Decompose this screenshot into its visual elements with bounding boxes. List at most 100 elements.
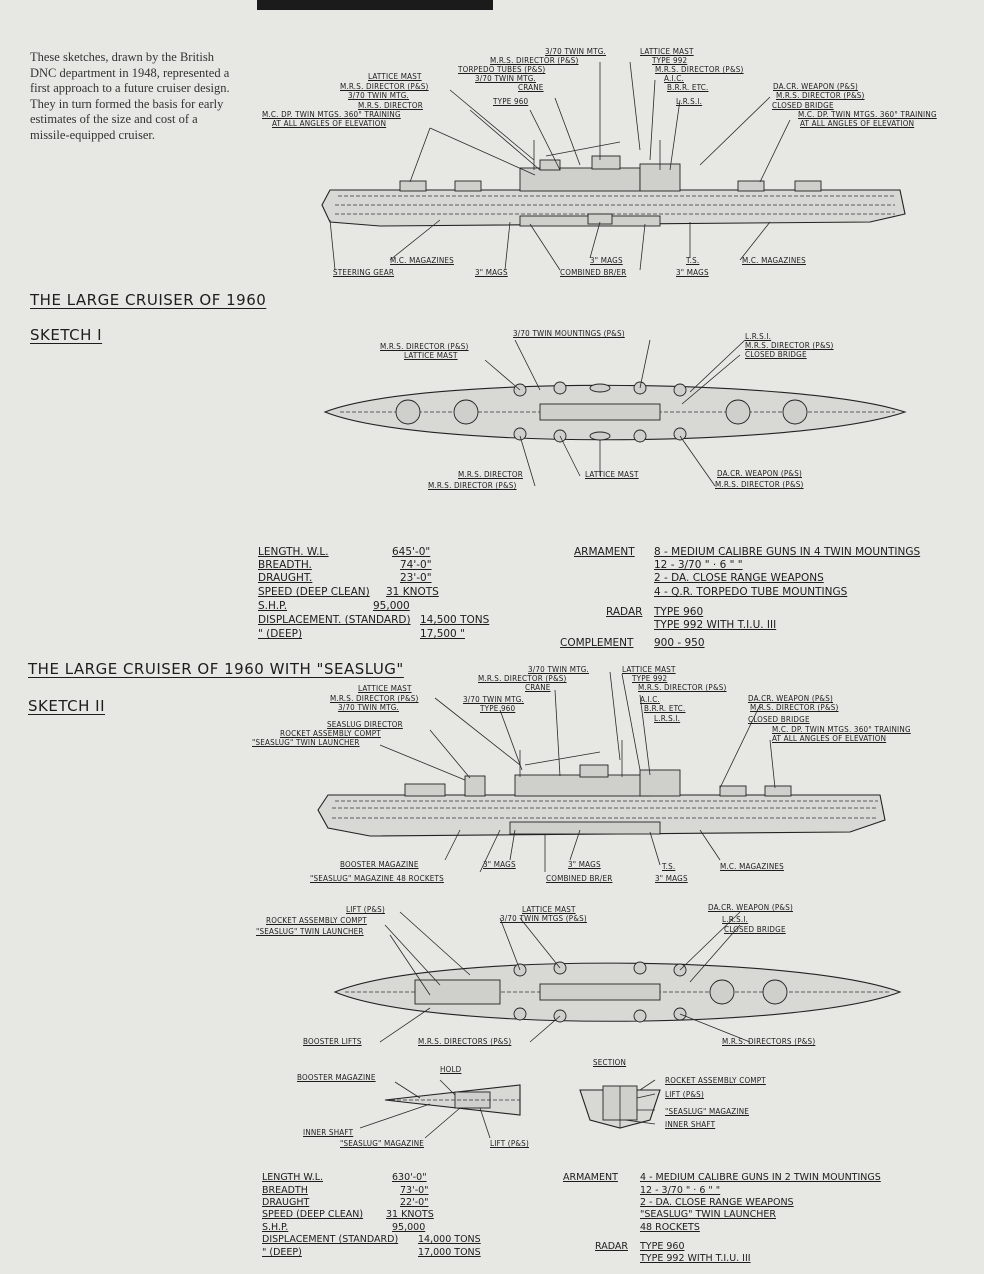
label: T.S.	[686, 256, 700, 265]
armament-line: 4 - Q.R. TORPEDO TUBE MOUNTINGS	[654, 586, 848, 598]
radar-line: TYPE 992 WITH T.I.U. III	[640, 1253, 751, 1264]
label: CLOSED BRIDGE	[748, 715, 810, 724]
label: 3" MAGS	[475, 268, 508, 277]
label: DA.CR. WEAPON (P&S)	[708, 903, 793, 912]
spec-label: SPEED (DEEP CLEAN)	[262, 1209, 364, 1220]
spec-value: 31 KNOTS	[386, 1209, 434, 1220]
label: 3/70 TWIN MOUNTINGS (P&S)	[513, 329, 625, 338]
label: B.R.R. ETC.	[667, 83, 709, 92]
label: B.R.R. ETC.	[644, 704, 686, 713]
label: CRANE	[525, 683, 551, 692]
label: BOOSTER MAGAZINE	[340, 860, 419, 869]
spec-value: 645'-0"	[392, 546, 431, 558]
label: 3/70 TWIN MTG.	[528, 665, 590, 674]
header-bar	[257, 0, 493, 10]
label: "SEASLUG" TWIN LAUNCHER	[252, 738, 360, 747]
spec-label: LENGTH W.L.	[262, 1172, 324, 1183]
label: "SEASLUG" TWIN LAUNCHER	[256, 927, 364, 936]
armament-line: 12 - 3/70 " · 6 " "	[654, 559, 743, 571]
label: M.R.S. DIRECTOR (P&S)	[380, 342, 469, 351]
label: TORPEDO TUBES (P&S)	[458, 65, 546, 74]
label: 3/70 TWIN MTG.	[348, 91, 410, 100]
label: STEERING GEAR	[333, 268, 395, 277]
label: AT ALL ANGLES OF ELEVATION	[272, 119, 387, 128]
label: 3" MAGS	[568, 860, 601, 869]
spec-value: 14,000 TONS	[418, 1234, 481, 1245]
spec-value: 73'-0"	[400, 1185, 429, 1196]
label: AT ALL ANGLES OF ELEVATION	[772, 734, 887, 743]
label: BOOSTER LIFTS	[303, 1037, 362, 1046]
armament-line: 2 - DA. CLOSE RANGE WEAPONS	[640, 1197, 794, 1208]
label: INNER SHAFT	[665, 1120, 716, 1129]
label: M.R.S. DIRECTOR (P&S)	[340, 82, 429, 91]
sketch1-plan-leaders	[484, 339, 746, 487]
sketch1-plan-drawing	[323, 381, 907, 443]
sketch1-title: THE LARGE CRUISER OF 1960	[30, 291, 267, 309]
label: M.R.S. DIRECTOR	[358, 101, 423, 110]
label: COMBINED BR/ER	[560, 268, 627, 277]
label: M.C. DP. TWIN MTGS. 360° TRAINING	[262, 110, 401, 119]
label: M.R.S. DIRECTOR (P&S)	[330, 694, 419, 703]
armament-label: ARMAMENT	[563, 1172, 618, 1183]
label: LATTICE MAST	[585, 470, 639, 479]
spec-value: 17,500 "	[420, 628, 465, 640]
label: 3/70 TWIN MTG.	[338, 703, 400, 712]
spec-label: S.H.P.	[258, 600, 288, 612]
label: 3" MAGS	[655, 874, 688, 883]
radar-label: RADAR	[606, 606, 643, 618]
label: 3/70 TWIN MTG.	[545, 47, 607, 56]
label: L.R.S.I.	[722, 915, 749, 924]
label: TYPE 960	[493, 97, 529, 106]
spec-value: 630'-0"	[392, 1172, 427, 1183]
sketch2-subtitle: SKETCH II	[28, 697, 105, 715]
spec-value: 74'-0"	[400, 559, 432, 571]
label: SEASLUG DIRECTOR	[327, 720, 403, 729]
spec-label: SPEED (DEEP CLEAN)	[258, 586, 370, 598]
label: ROCKET ASSEMBLY COMPT	[266, 916, 367, 925]
label: "SEASLUG" MAGAZINE	[665, 1107, 750, 1116]
label: 3" MAGS	[483, 860, 516, 869]
label: LATTICE MAST	[404, 351, 458, 360]
armament-label: ARMAMENT	[574, 546, 635, 558]
label: DA.CR. WEAPON (P&S)	[773, 82, 858, 91]
label: M.R.S. DIRECTOR (P&S)	[745, 341, 834, 350]
armament-line: 4 - MEDIUM CALIBRE GUNS IN 2 TWIN MOUNTI…	[640, 1172, 881, 1183]
label: M.C. DP. TWIN MTGS. 360° TRAINING	[798, 110, 937, 119]
spec-value: 95,000	[392, 1222, 426, 1233]
label: AT ALL ANGLES OF ELEVATION	[800, 119, 915, 128]
label: CLOSED BRIDGE	[724, 925, 786, 934]
radar-line: TYPE 960	[640, 1241, 685, 1252]
label: DA.CR. WEAPON (P&S)	[748, 694, 833, 703]
label: LIFT (P&S)	[346, 905, 385, 914]
label: DA.CR. WEAPON (P&S)	[717, 469, 802, 478]
label: ROCKET ASSEMBLY COMPT	[665, 1076, 766, 1085]
label: LIFT (P&S)	[490, 1139, 529, 1148]
radar-label: RADAR	[595, 1241, 628, 1252]
sketch2-section-drawing	[579, 1079, 661, 1129]
label: L.R.S.I.	[654, 714, 681, 723]
label: 3" MAGS	[676, 268, 709, 277]
label: INNER SHAFT	[303, 1128, 354, 1137]
label: LATTICE MAST	[358, 684, 412, 693]
label: M.R.S. DIRECTOR (P&S)	[715, 480, 804, 489]
armament-line: 12 - 3/70 " · 6 " "	[640, 1185, 721, 1196]
complement-value: 900 - 950	[654, 637, 705, 649]
radar-line: TYPE 960	[654, 606, 704, 618]
label: M.C. DP. TWIN MTGS. 360° TRAINING	[772, 725, 911, 734]
label: A.I.C.	[640, 695, 660, 704]
label: 3" MAGS	[590, 256, 623, 265]
spec-label: S.H.P.	[262, 1222, 289, 1233]
spec-value: 14,500 TONS	[420, 614, 490, 626]
label: M.R.S. DIRECTOR (P&S)	[776, 91, 865, 100]
spec-label: DRAUGHT	[262, 1197, 310, 1208]
label: TYPE 960	[480, 704, 516, 713]
label: A.I.C.	[664, 74, 684, 83]
label: COMBINED BR/ER	[546, 874, 613, 883]
spec-label: DISPLACEMENT (STANDARD)	[262, 1234, 399, 1245]
spec-label: " (DEEP)	[258, 628, 303, 640]
label: M.R.S. DIRECTORS (P&S)	[418, 1037, 512, 1046]
label: M.R.S. DIRECTORS (P&S)	[722, 1037, 816, 1046]
spec-value: 22'-0"	[400, 1197, 429, 1208]
spec-label: LENGTH. W.L.	[258, 546, 329, 558]
